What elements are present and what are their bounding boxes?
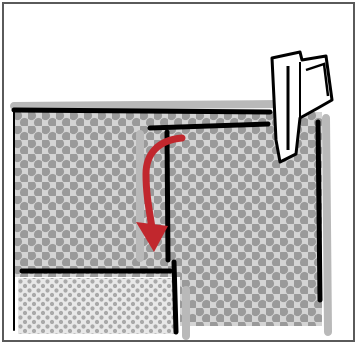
right-edge-line [315,119,323,303]
top-edge-shadow [10,100,284,110]
slot-right-line [164,129,171,263]
lower-floor-region [18,278,176,334]
curved-arrow-down-icon [136,134,186,252]
door-handle-icon [270,50,334,164]
right-edge-shadow [322,114,332,336]
ledge-right-line [171,259,179,335]
top-edge-line [11,107,273,115]
slot-top-line [147,121,271,131]
outline-strokes [11,107,323,335]
outer-frame [2,2,355,342]
shadow-strokes [10,100,332,340]
